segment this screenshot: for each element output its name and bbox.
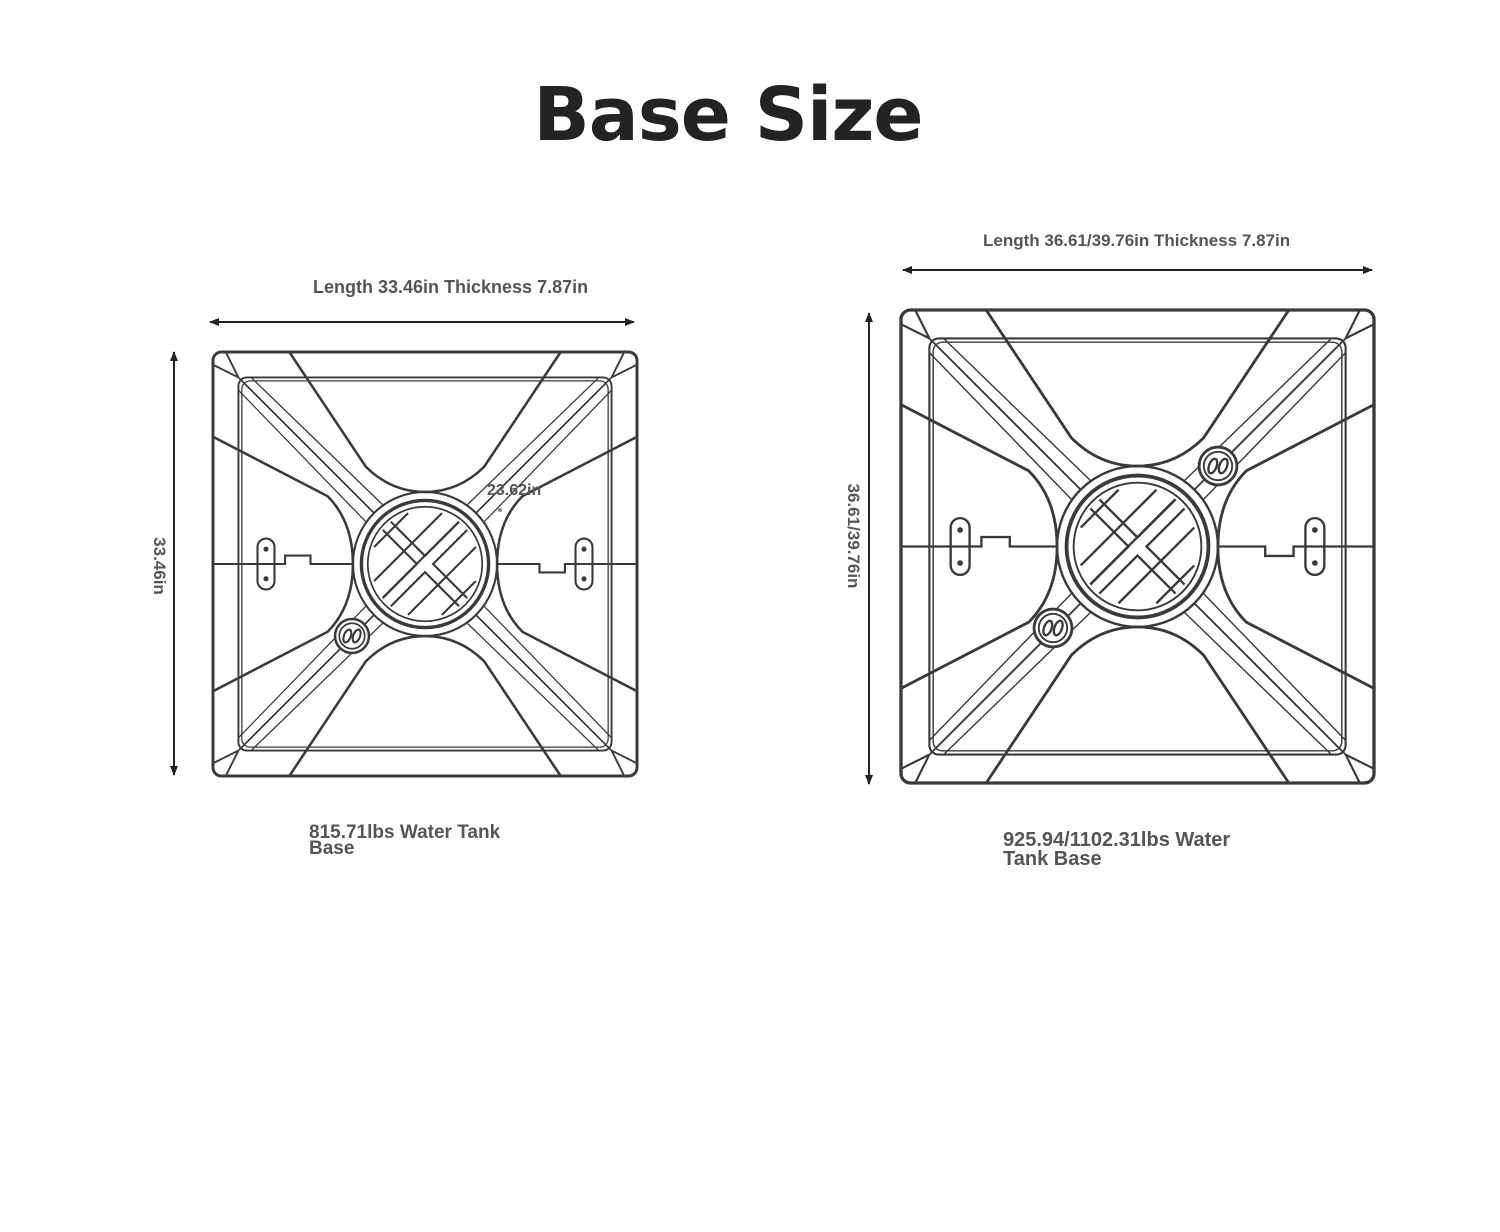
left-length-label: Length 33.46in Thickness 7.87in [313, 277, 589, 297]
left-base-drawing [213, 352, 637, 776]
left-caption: 815.71lbs Water Tank Base [309, 822, 501, 859]
right-base-drawing [901, 310, 1374, 783]
right-height-label: 36.61/39.76in [844, 483, 863, 589]
left-inner-label: 23.62in [487, 482, 542, 499]
right-caption: 925.94/1102.31lbs Water Tank Base [1003, 829, 1231, 870]
left-height-label: 33.46in [150, 537, 169, 595]
right-length-label: Length 36.61/39.76in Thickness 7.87in [983, 231, 1291, 250]
page-title: Base Size [533, 72, 923, 158]
